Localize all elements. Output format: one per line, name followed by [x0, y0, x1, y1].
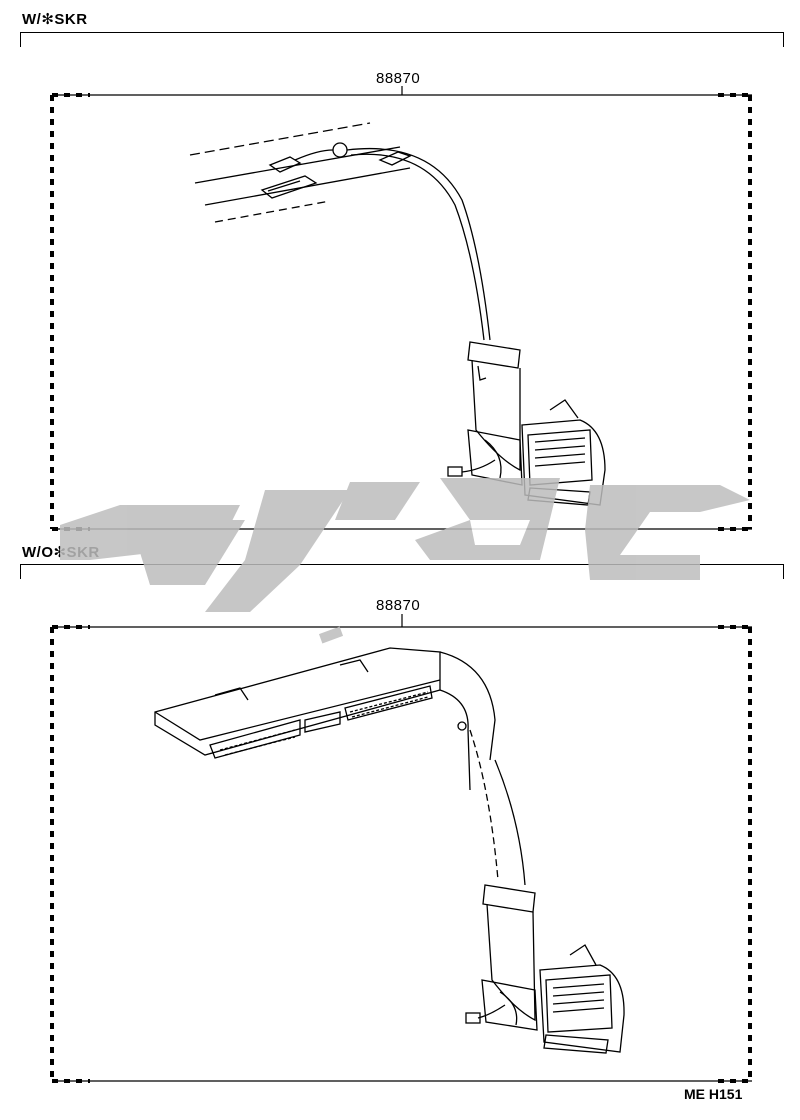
assembly-box-bottom: [50, 614, 752, 1083]
figure-code: ME H151: [684, 1086, 743, 1102]
section-bracket-bottom: [20, 564, 784, 579]
top-wiring-assembly: [189, 122, 606, 506]
bottom-wiring-assembly: [154, 647, 625, 1054]
section-bracket-top: [20, 32, 784, 47]
section-label-with-skr: W/✻SKR: [22, 11, 88, 28]
watermark-logo: [60, 478, 750, 644]
part-number-label-bottom: 88870: [376, 597, 421, 614]
part-number-label-top: 88870: [376, 70, 421, 87]
